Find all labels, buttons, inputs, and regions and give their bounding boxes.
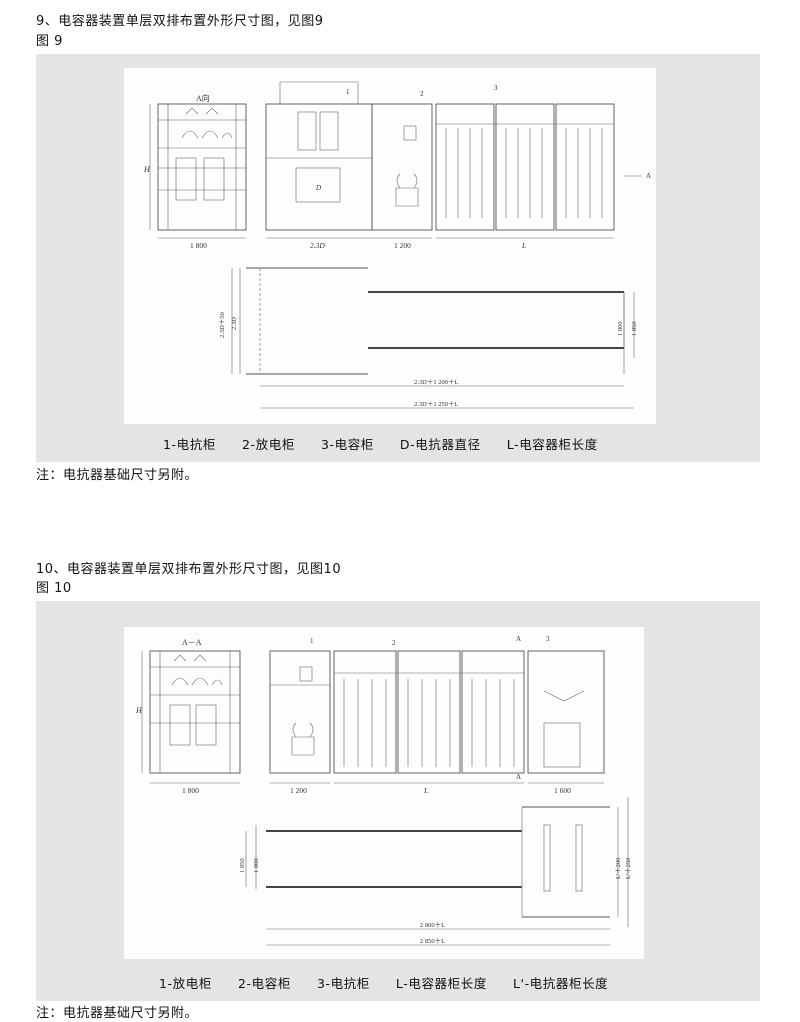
fig9-plan-bottom-outer: 2.3D＋1 250＋L — [414, 400, 458, 408]
fig10-plan-bottom-outer: 2 850＋L — [420, 937, 445, 945]
fig10-dim-l: L — [423, 786, 428, 795]
fig9-dim-h: H — [143, 165, 151, 174]
fig9-capacitor-cabinets: 3 A L — [435, 84, 651, 250]
fig9-side-view: A向 H 1 800 — [143, 93, 247, 250]
figure9-legend: 1-电抗柜 2-放电柜 3-电容柜 D-电抗器直径 L-电容器柜长度 — [163, 434, 624, 453]
fig9-dim-l: L — [521, 241, 526, 250]
fig9-dim-1200: 1 200 — [394, 241, 411, 250]
fig10-plan-left-inner: 1 800 — [253, 858, 260, 873]
section10-note: 注：电抗器基础尺寸另附。 — [36, 1006, 199, 1021]
fig9-callout-3: 3 — [494, 84, 498, 92]
fig10-side-view: A－A H 1 800 — [135, 638, 241, 795]
fig10-plan-bottom-inner: 2 800＋L — [420, 921, 445, 929]
fig10-discharge-cabinet: 1 1 200 — [269, 637, 331, 795]
figure10-svg: A－A H 1 800 1 1 200 — [135, 635, 632, 946]
fig9-dim-2-3d: 2.3D — [310, 241, 325, 250]
section9-note: 注：电抗器基础尺寸另附。 — [36, 468, 199, 483]
fig10-plan-right-outer: L'＋250 — [624, 858, 632, 879]
fig9-plan-right-outer: 1 850 — [631, 321, 638, 336]
figure10-legend: 1-放电柜 2-电容柜 3-电抗柜 L-电容器柜长度 L'-电抗器柜长度 — [159, 973, 634, 992]
fig9-reactor-cabinet: D 1 2.3D — [265, 81, 373, 250]
fig9-legend-item: L-电容器柜长度 — [506, 437, 598, 452]
fig10-reactor-cabinet: 3 1 600 — [527, 635, 605, 795]
fig9-dim-d: D — [315, 184, 321, 192]
fig10-legend-item: L'-电抗器柜长度 — [512, 976, 609, 991]
fig9-legend-item: 1-电抗柜 — [163, 437, 216, 452]
fig9-view-label: A向 — [196, 93, 210, 103]
fig10-dim-1800: 1 800 — [182, 786, 199, 795]
figure10-drawing: A－A H 1 800 1 1 200 — [124, 627, 644, 959]
fig9-legend-item: 2-放电柜 — [241, 437, 295, 452]
fig10-arrow-a-top: A — [516, 635, 521, 643]
fig9-callout-2: 2 — [420, 90, 424, 98]
fig10-capacitor-cabinets: 2 A A L — [333, 635, 525, 795]
fig10-legend-item: 3-电抗柜 — [316, 976, 370, 991]
fig9-discharge-cabinet: 2 1 200 — [371, 90, 433, 250]
fig10-legend-item: 1-放电柜 — [159, 976, 212, 991]
figure9-panel: A向 H 1 800 D 1 2.3D — [36, 54, 760, 462]
section10-figure-label: 图 10 — [36, 581, 72, 596]
fig10-plan-right-inner: L'＋200 — [614, 858, 622, 879]
fig9-plan-view: 2.3D＋50 2.3D 1 800 1 850 2.3D＋1 200＋L 2.… — [218, 267, 638, 409]
fig10-arrow-a-bottom: A — [516, 773, 521, 781]
fig10-dim-1200: 1 200 — [290, 786, 307, 795]
figure9-drawing: A向 H 1 800 D 1 2.3D — [124, 68, 656, 424]
section9-heading: 9、电容器装置单层双排布置外形尺寸图，见图9 — [36, 14, 324, 29]
fig10-callout-1: 1 — [310, 637, 314, 645]
section9-figure-label: 图 9 — [36, 34, 63, 49]
figure9-svg: A向 H 1 800 D 1 2.3D — [143, 81, 651, 409]
fig10-dim-h: H — [135, 706, 143, 715]
figure10-panel: A－A H 1 800 1 1 200 — [36, 601, 760, 1001]
fig10-dim-1600: 1 600 — [554, 786, 571, 795]
fig9-callout-1: 1 — [346, 88, 350, 96]
fig10-callout-2: 2 — [392, 639, 396, 647]
fig10-legend-item: L-电容器柜长度 — [395, 976, 487, 991]
section10-heading: 10、电容器装置单层双排布置外形尺寸图，见图10 — [36, 562, 342, 577]
fig10-legend-item: 2-电容柜 — [237, 976, 291, 991]
fig9-legend-item: D-电抗器直径 — [399, 437, 481, 452]
fig10-plan-left-outer: 1 850 — [239, 858, 246, 873]
fig9-legend-item: 3-电容柜 — [320, 437, 374, 452]
fig9-plan-right-inner: 1 800 — [617, 321, 624, 336]
fig9-dim-1800: 1 800 — [190, 241, 207, 250]
fig10-callout-3: 3 — [546, 635, 550, 643]
fig9-plan-left-outer: 2.3D＋50 — [218, 312, 226, 338]
fig10-view-label: A－A — [182, 638, 202, 647]
fig10-plan-view: 1 850 1 800 L'＋200 L'＋250 2 800＋L 2 850＋… — [239, 797, 632, 946]
fig9-plan-bottom-inner: 2.3D＋1 200＋L — [414, 378, 458, 386]
fig9-arrow-a: A — [646, 172, 651, 180]
fig9-plan-left-inner: 2.3D — [231, 317, 238, 330]
